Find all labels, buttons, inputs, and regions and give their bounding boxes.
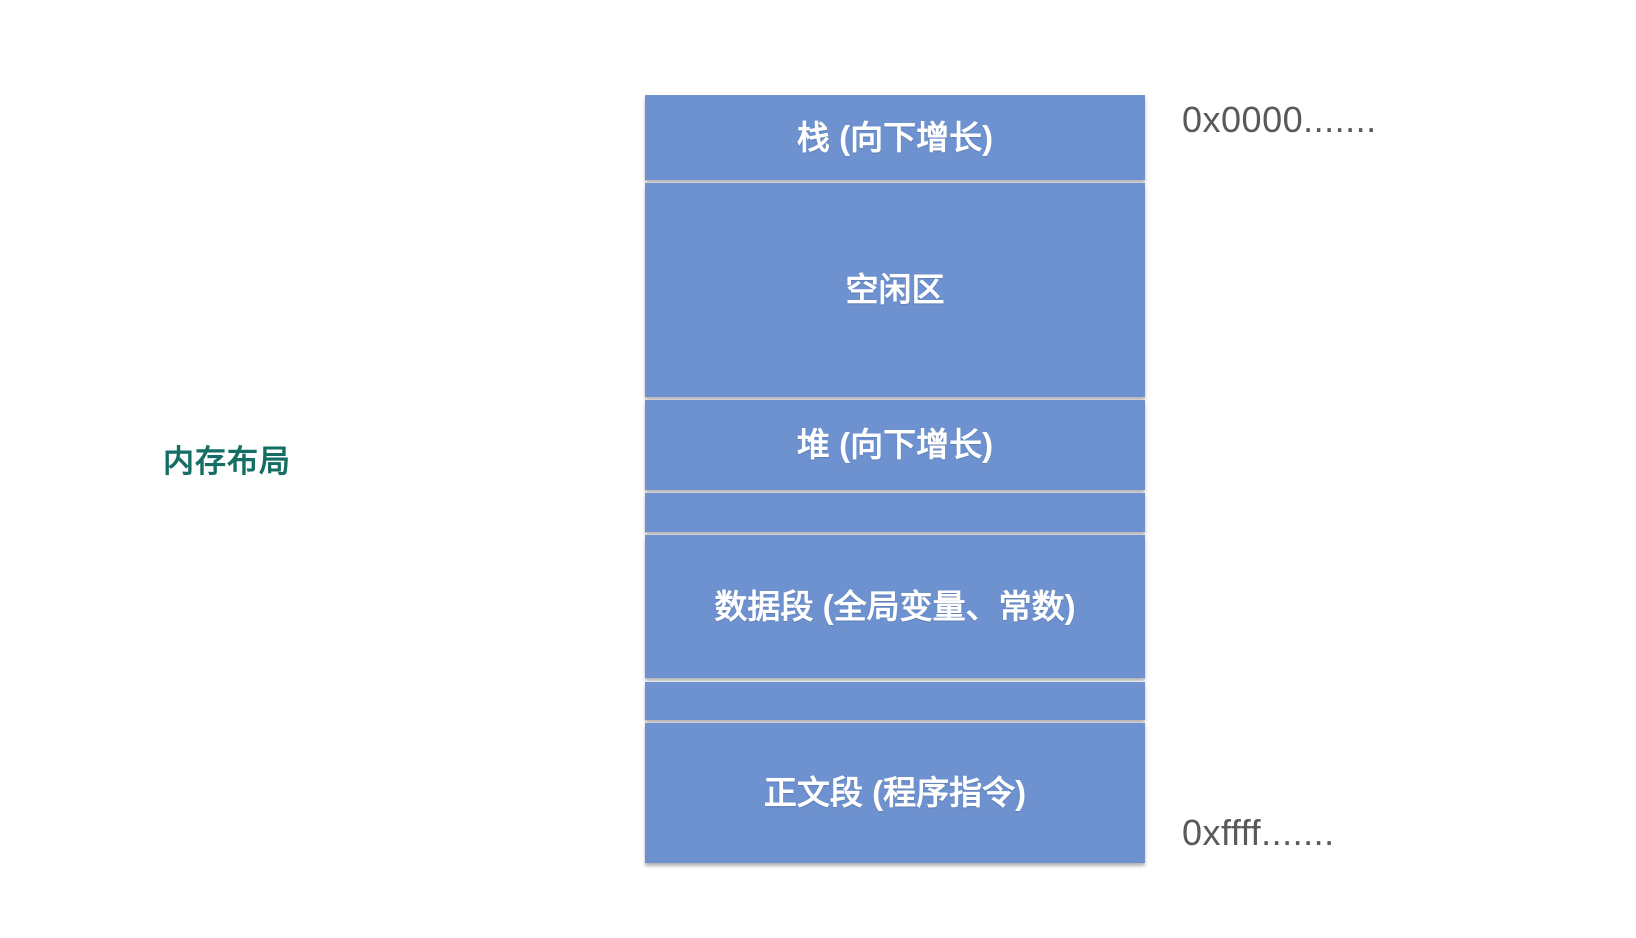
memory-block-gap-lower[interactable] xyxy=(645,682,1145,720)
memory-block-label: 数据段 (全局变量、常数) xyxy=(714,587,1076,625)
memory-block-heap[interactable]: 堆 (向下增长) xyxy=(645,400,1145,490)
memory-block-stack[interactable]: 栈 (向下增长) xyxy=(645,95,1145,180)
memory-block-gap-upper[interactable] xyxy=(645,493,1145,532)
memory-block-text-segment[interactable]: 正文段 (程序指令) xyxy=(645,723,1145,863)
memory-block-label: 堆 (向下增长) xyxy=(796,426,994,464)
memory-block-label: 栈 (向下增长) xyxy=(796,118,994,156)
address-label-top: 0x0000....... xyxy=(1182,99,1377,140)
memory-block-label: 正文段 (程序指令) xyxy=(763,774,1027,812)
memory-layout-diagram: 栈 (向下增长) 空闲区 堆 (向下增长) 数据段 (全局变量、常数) 正文段 … xyxy=(645,94,1145,864)
address-label-bottom: 0xffff....... xyxy=(1182,812,1335,853)
memory-block-label: 空闲区 xyxy=(845,271,945,309)
memory-block-free[interactable]: 空闲区 xyxy=(645,183,1145,397)
memory-block-data-segment[interactable]: 数据段 (全局变量、常数) xyxy=(645,535,1145,678)
page-title: 内存布局 xyxy=(163,444,291,479)
